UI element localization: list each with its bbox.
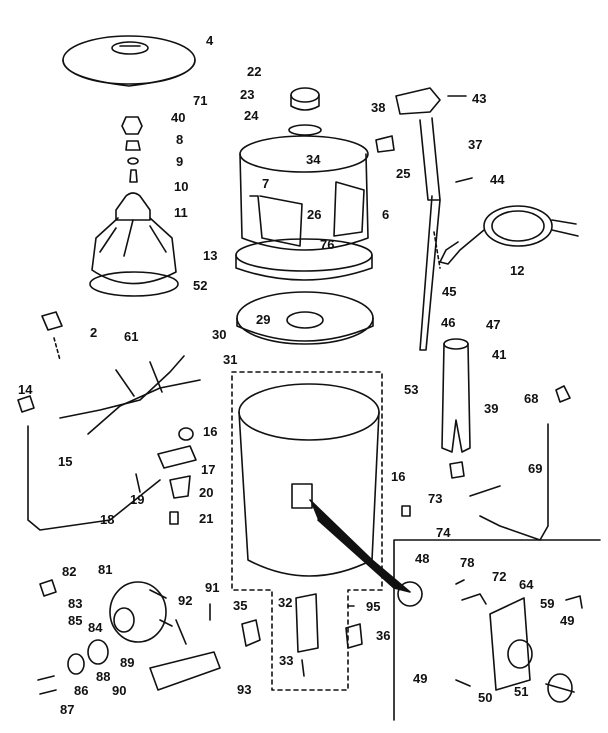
callout-37: 37 bbox=[468, 137, 483, 152]
callout-69: 69 bbox=[528, 461, 543, 476]
callout-61: 61 bbox=[124, 329, 139, 344]
callout-49-upper: 49 bbox=[560, 613, 575, 628]
callout-51: 51 bbox=[514, 684, 529, 699]
callout-73: 73 bbox=[428, 491, 443, 506]
callout-64: 64 bbox=[519, 577, 534, 592]
callout-44: 44 bbox=[490, 172, 505, 187]
callout-47: 47 bbox=[486, 317, 501, 332]
callout-91: 91 bbox=[205, 580, 220, 595]
callout-86: 86 bbox=[74, 683, 89, 698]
callout-78: 78 bbox=[460, 555, 475, 570]
callout-26: 26 bbox=[307, 207, 322, 222]
callout-9: 9 bbox=[176, 154, 184, 169]
callout-33: 33 bbox=[279, 653, 294, 668]
callout-87: 87 bbox=[60, 702, 75, 717]
callout-90: 90 bbox=[112, 683, 127, 698]
callout-23: 23 bbox=[240, 87, 255, 102]
callout-22: 22 bbox=[247, 64, 262, 79]
callout-19: 19 bbox=[130, 492, 145, 507]
callout-89: 89 bbox=[120, 655, 135, 670]
timer-control-part bbox=[393, 539, 601, 721]
callout-43: 43 bbox=[472, 91, 487, 106]
callout-4: 4 bbox=[206, 33, 214, 48]
callout-50: 50 bbox=[478, 690, 493, 705]
callout-39: 39 bbox=[484, 401, 499, 416]
callout-68: 68 bbox=[524, 391, 539, 406]
callout-16-tub: 16 bbox=[391, 469, 406, 484]
motor-part bbox=[37, 579, 221, 695]
callout-11: 11 bbox=[174, 205, 188, 220]
callout-88: 88 bbox=[96, 669, 111, 684]
callout-29: 29 bbox=[256, 312, 271, 327]
callout-41: 41 bbox=[492, 347, 507, 362]
callout-25: 25 bbox=[396, 166, 411, 181]
callout-20: 20 bbox=[199, 485, 214, 500]
callout-85: 85 bbox=[68, 613, 83, 628]
callout-12: 12 bbox=[510, 263, 525, 278]
callout-2: 2 bbox=[90, 325, 98, 340]
callout-92: 92 bbox=[178, 593, 193, 608]
valve-part bbox=[241, 593, 363, 677]
switch-bracket-part bbox=[135, 427, 501, 525]
callout-13: 13 bbox=[203, 248, 218, 263]
callout-93: 93 bbox=[237, 682, 252, 697]
callout-18: 18 bbox=[100, 512, 115, 527]
callout-52: 52 bbox=[193, 278, 208, 293]
tub-ring-part bbox=[236, 291, 374, 345]
callout-83: 83 bbox=[68, 596, 83, 611]
callout-49-lower: 49 bbox=[413, 671, 428, 686]
callout-14: 14 bbox=[18, 382, 33, 397]
callout-40: 40 bbox=[171, 110, 186, 125]
callout-31: 31 bbox=[223, 352, 238, 367]
power-cord-part bbox=[439, 205, 579, 265]
callout-46: 46 bbox=[441, 315, 456, 330]
callout-10: 10 bbox=[174, 179, 189, 194]
callout-24: 24 bbox=[244, 108, 259, 123]
agitator-part bbox=[89, 116, 179, 297]
callout-76: 76 bbox=[320, 237, 335, 252]
lid-part bbox=[62, 35, 196, 87]
callout-71: 71 bbox=[193, 93, 208, 108]
callout-48: 48 bbox=[415, 551, 430, 566]
standpipe-part bbox=[441, 338, 471, 453]
callout-16-switch: 16 bbox=[203, 424, 218, 439]
callout-32: 32 bbox=[278, 595, 293, 610]
hub-nut-part bbox=[288, 87, 322, 136]
callout-35: 35 bbox=[233, 598, 248, 613]
callout-53: 53 bbox=[404, 382, 419, 397]
pump-hose-part bbox=[375, 87, 473, 351]
callout-30: 30 bbox=[212, 327, 227, 342]
callout-6: 6 bbox=[382, 207, 390, 222]
callout-82: 82 bbox=[62, 564, 77, 579]
outer-tub-part bbox=[231, 371, 411, 691]
callout-59: 59 bbox=[540, 596, 555, 611]
wire-harness-part bbox=[41, 311, 201, 435]
callout-7: 7 bbox=[262, 176, 270, 191]
callout-72: 72 bbox=[492, 569, 507, 584]
callout-45: 45 bbox=[442, 284, 457, 299]
callout-95: 95 bbox=[366, 599, 381, 614]
callout-38: 38 bbox=[371, 100, 386, 115]
callout-36: 36 bbox=[376, 628, 391, 643]
callout-8: 8 bbox=[176, 132, 184, 147]
callout-81: 81 bbox=[98, 562, 113, 577]
callout-17: 17 bbox=[201, 462, 216, 477]
callout-34: 34 bbox=[306, 152, 321, 167]
callout-74: 74 bbox=[436, 525, 451, 540]
callout-15: 15 bbox=[58, 454, 73, 469]
callout-84: 84 bbox=[88, 620, 103, 635]
tub-cover-part bbox=[235, 135, 373, 281]
callout-21: 21 bbox=[199, 511, 214, 526]
